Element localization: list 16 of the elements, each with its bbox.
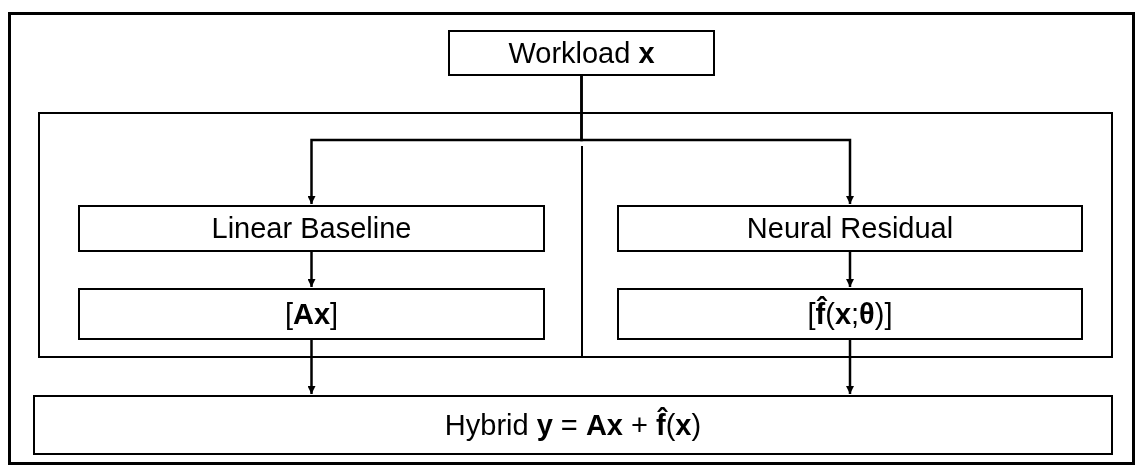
process-box	[448, 30, 715, 76]
arrow	[307, 340, 316, 394]
box-label: Neural Residual	[746, 214, 954, 243]
process-box	[78, 205, 545, 252]
arrow	[846, 340, 854, 394]
arrow	[307, 252, 316, 287]
arrow	[580, 76, 854, 204]
process-box	[78, 288, 545, 340]
process-box	[617, 288, 1083, 340]
process-box	[33, 395, 1113, 455]
box-label: [Ax]	[284, 299, 339, 329]
container-box	[38, 112, 1113, 358]
box-label: Linear Baseline	[211, 214, 412, 243]
box-label: Workload x	[508, 38, 655, 68]
process-box	[617, 205, 1083, 252]
arrow	[846, 252, 854, 287]
